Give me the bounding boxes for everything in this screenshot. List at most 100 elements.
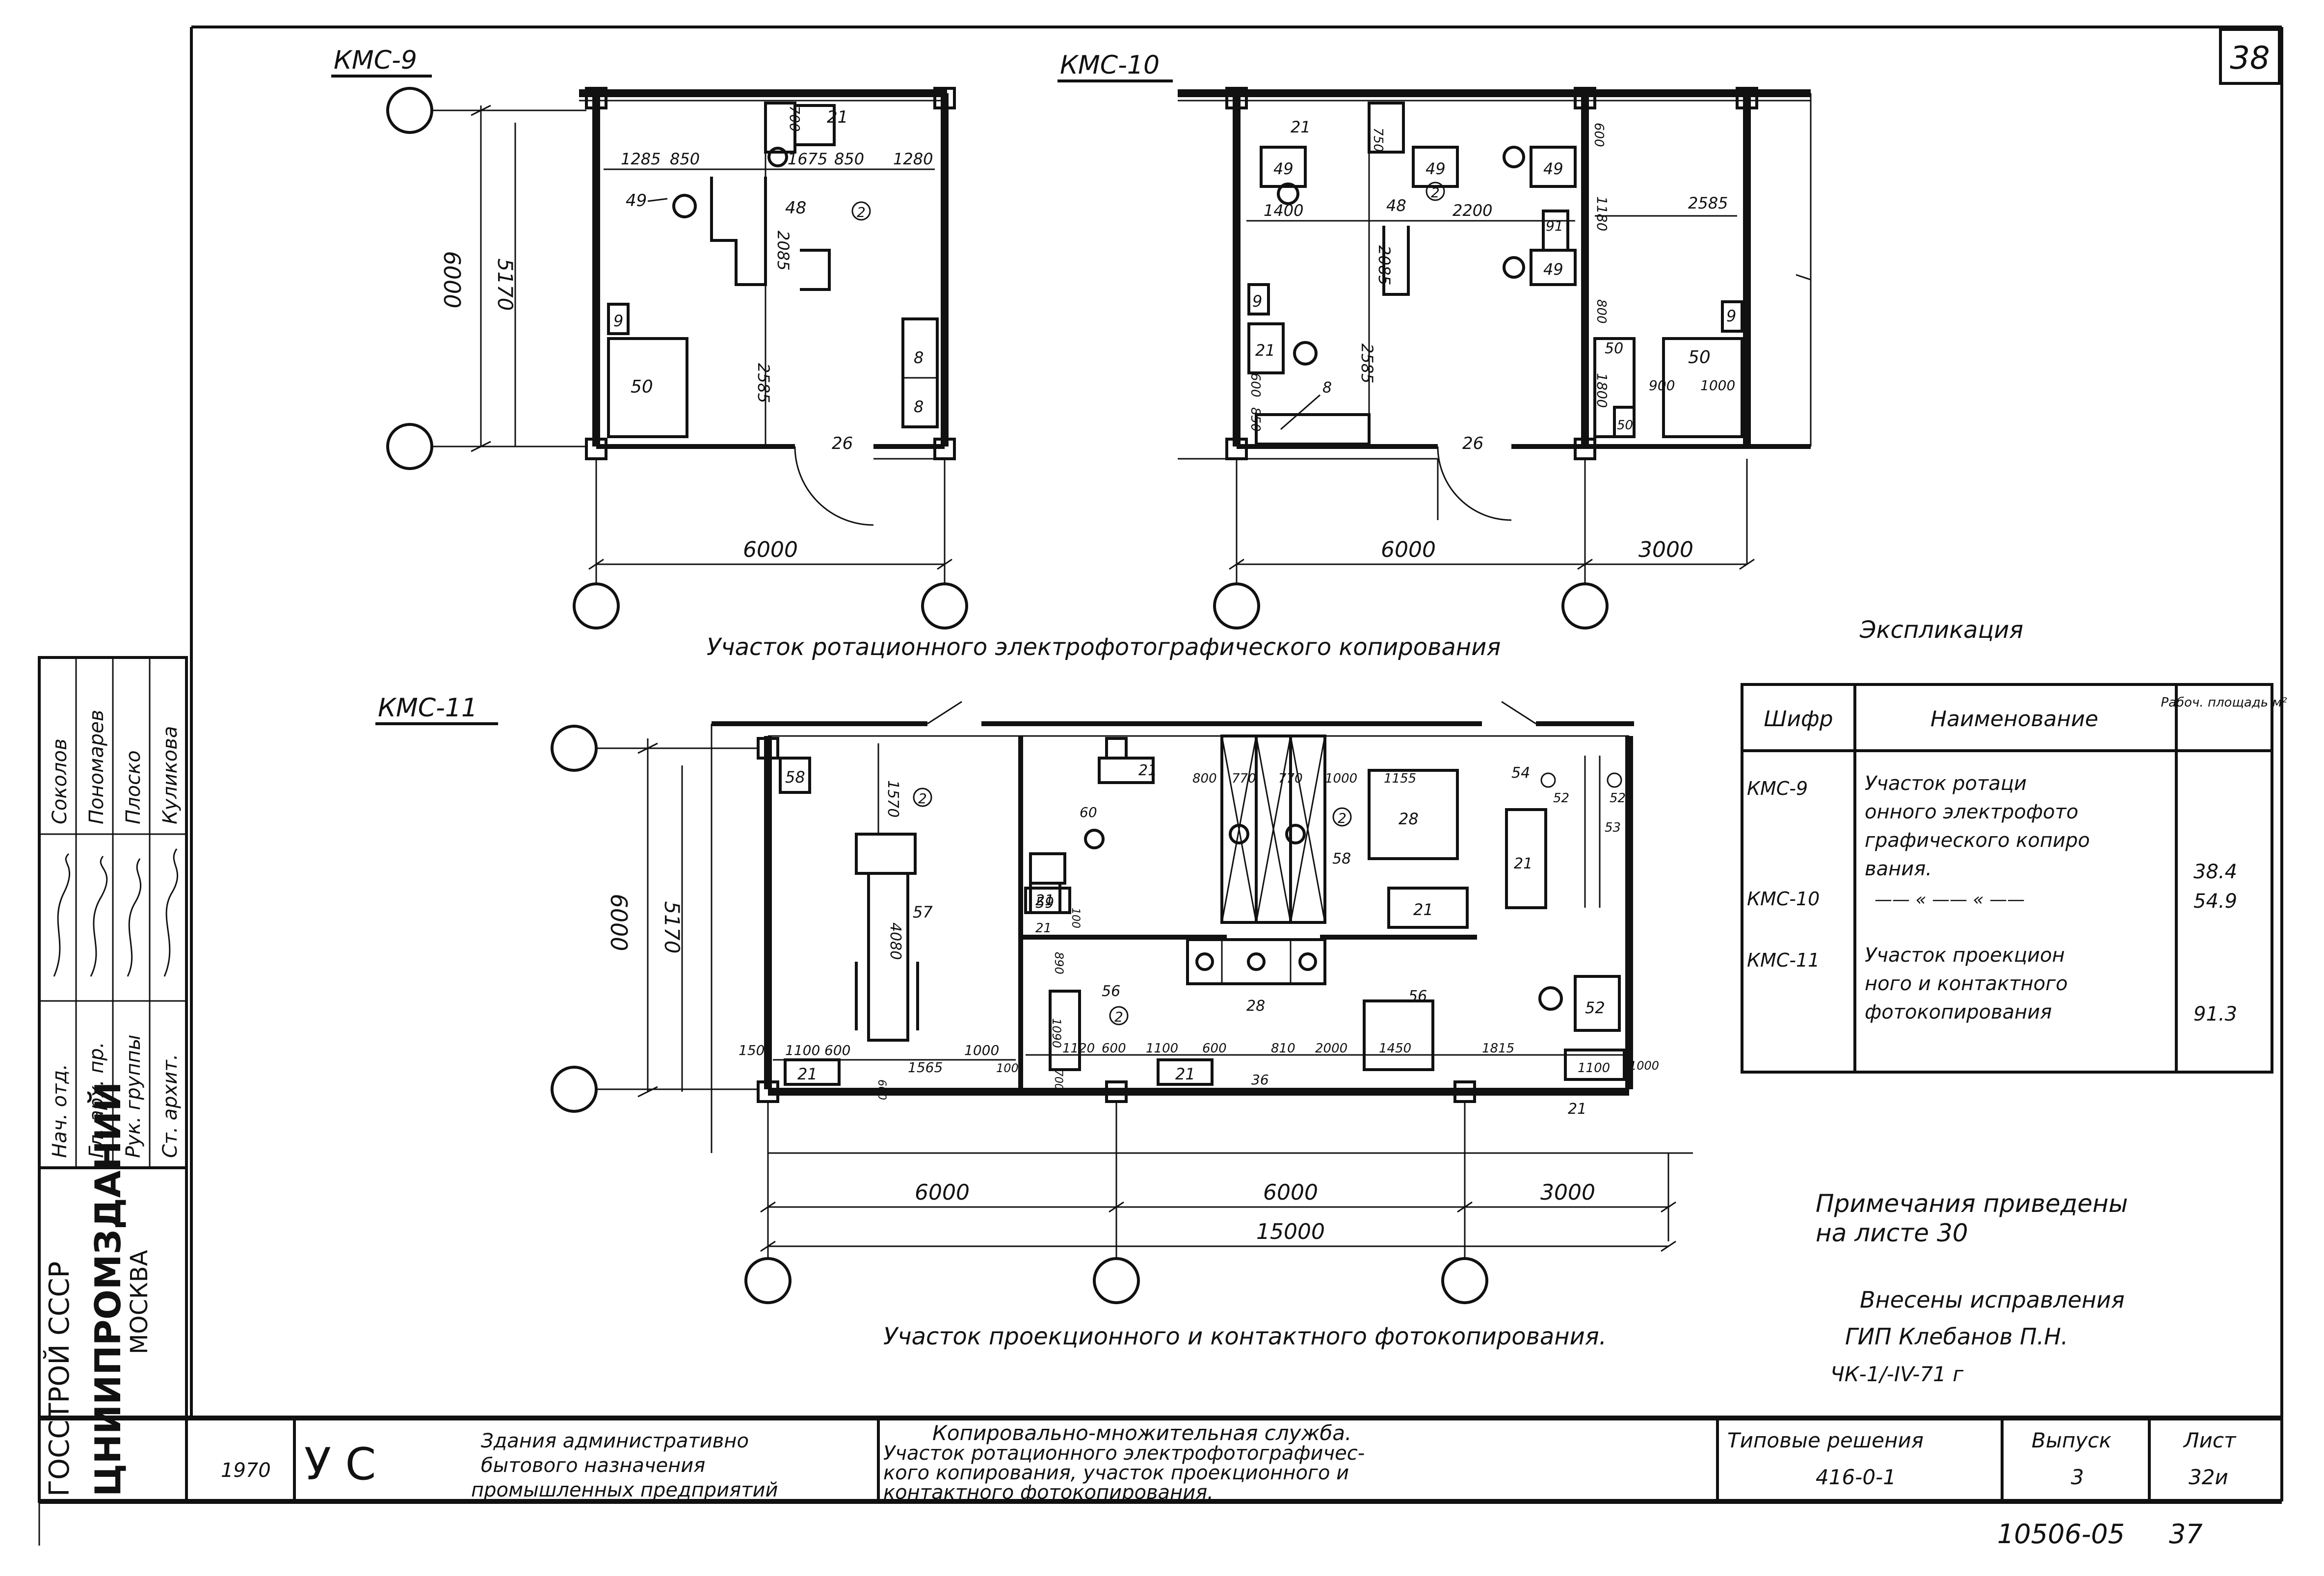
svg-text:58: 58 xyxy=(785,768,805,787)
plan-kmc-9-label: КМС-9 xyxy=(334,46,417,75)
svg-text:1280: 1280 xyxy=(893,150,933,168)
svg-text:2585: 2585 xyxy=(754,363,773,403)
svg-text:48: 48 xyxy=(1386,196,1406,215)
signature-4 xyxy=(163,848,178,977)
caption-rotary: Участок ротационного электрофотографичес… xyxy=(707,633,1501,661)
caption-projection: Участок проекционного и контактного фото… xyxy=(883,1323,1607,1350)
explication-row-3-code: КМС-11 xyxy=(1747,949,1820,971)
svg-text:контактного фотокопирования.: контактного фотокопирования. xyxy=(883,1481,1214,1504)
svg-text:810: 810 xyxy=(1271,1041,1295,1056)
signature-2 xyxy=(90,856,108,977)
signature-1 xyxy=(53,853,70,977)
svg-text:50: 50 xyxy=(1688,347,1711,368)
svg-text:49: 49 xyxy=(1543,159,1563,178)
sheet-number: 38 xyxy=(2230,40,2270,77)
svg-text:1565: 1565 xyxy=(908,1059,943,1076)
kmc9-dim-inner: 5170 xyxy=(493,259,517,311)
explication-row-3-area: 91.3 xyxy=(2193,1003,2237,1025)
svg-text:графического копиро: графического копиро xyxy=(1865,829,2090,852)
notes-line-2: на листе 30 xyxy=(1816,1219,1968,1247)
svg-text:54: 54 xyxy=(1511,764,1530,782)
archive-page: 37 xyxy=(2169,1519,2203,1550)
svg-text:1815: 1815 xyxy=(1482,1041,1514,1056)
svg-text:91: 91 xyxy=(1546,218,1563,234)
svg-text:21: 21 xyxy=(1175,1065,1195,1083)
side-stamp: Нач. отд. Гл. арх. пр. Рук. группы Ст. а… xyxy=(38,656,188,1503)
svg-text:2: 2 xyxy=(918,790,927,807)
svg-text:2: 2 xyxy=(1431,184,1440,201)
svg-text:26: 26 xyxy=(832,434,853,453)
svg-text:770: 770 xyxy=(1232,771,1256,786)
explication-header-area: Рабоч. площадь м² xyxy=(2161,695,2287,710)
sheet-value: 32и xyxy=(2189,1465,2228,1489)
svg-text:21: 21 xyxy=(1413,900,1433,919)
svg-text:2: 2 xyxy=(1338,810,1347,826)
svg-text:850: 850 xyxy=(834,150,864,168)
svg-text:2085: 2085 xyxy=(774,231,792,270)
svg-text:бытового назначения: бытового назначения xyxy=(481,1454,705,1477)
title-year: 1970 xyxy=(221,1459,271,1482)
svg-text:21: 21 xyxy=(1255,341,1275,360)
svg-text:—— « —— « ——: —— « —— « —— xyxy=(1875,890,2025,910)
issue-label: Выпуск xyxy=(2032,1428,2112,1452)
svg-text:Соколов: Соколов xyxy=(49,738,71,824)
svg-text:58: 58 xyxy=(1332,850,1351,867)
svg-text:600: 600 xyxy=(824,1042,850,1058)
svg-text:56: 56 xyxy=(1102,983,1120,1000)
svg-text:1000: 1000 xyxy=(1325,771,1357,786)
svg-text:4080: 4080 xyxy=(887,922,904,960)
svg-text:150: 150 xyxy=(739,1042,765,1058)
svg-text:8: 8 xyxy=(914,397,924,416)
explication-row-1-code: КМС-9 xyxy=(1747,778,1808,799)
sheet-label: Лист xyxy=(2183,1428,2237,1452)
svg-text:Ст. архит.: Ст. архит. xyxy=(159,1054,182,1158)
svg-text:53: 53 xyxy=(1605,820,1621,835)
sheet-frame xyxy=(38,26,2283,1546)
svg-text:9: 9 xyxy=(1252,292,1262,311)
svg-text:Участок проекцион: Участок проекцион xyxy=(1865,944,2065,967)
svg-text:59: 59 xyxy=(1035,894,1054,912)
svg-text:3000: 3000 xyxy=(1540,1180,1595,1205)
svg-text:Нач. отд.: Нач. отд. xyxy=(49,1064,71,1158)
svg-text:28: 28 xyxy=(1399,810,1419,828)
svg-text:850: 850 xyxy=(670,150,700,168)
plan-kmc-11: КМС-11 xyxy=(375,693,1693,1304)
svg-text:8: 8 xyxy=(1322,379,1332,396)
archive-code: 10506-05 xyxy=(1997,1519,2125,1550)
svg-text:900: 900 xyxy=(1649,377,1675,394)
svg-text:21: 21 xyxy=(1514,855,1532,872)
svg-text:9: 9 xyxy=(1726,307,1736,325)
svg-text:21: 21 xyxy=(1568,1101,1586,1118)
svg-text:1800: 1800 xyxy=(1594,373,1610,408)
svg-text:52: 52 xyxy=(1610,791,1626,806)
svg-text:890: 890 xyxy=(1052,952,1066,974)
svg-text:1000: 1000 xyxy=(964,1042,999,1058)
svg-text:2: 2 xyxy=(1114,1009,1123,1025)
plan-kmc-10: КМС-10 6000 3000 1400 xyxy=(1057,51,1812,630)
svg-text:1285: 1285 xyxy=(621,150,660,168)
explication-header-code: Шифр xyxy=(1764,707,1833,732)
explication-row-2-area: 54.9 xyxy=(2193,890,2237,913)
series-mark: У С xyxy=(304,1439,376,1490)
svg-text:57: 57 xyxy=(913,903,933,921)
svg-text:Участок ротационного электрофо: Участок ротационного электрофотографичес… xyxy=(883,1442,1365,1465)
svg-text:5170: 5170 xyxy=(660,901,684,954)
svg-text:52: 52 xyxy=(1585,998,1605,1017)
svg-text:Куликова: Куликова xyxy=(159,726,182,824)
svg-text:15000: 15000 xyxy=(1256,1219,1325,1244)
svg-text:49: 49 xyxy=(1273,159,1294,178)
signature-3 xyxy=(127,858,141,977)
correction-line-3: ЧК-1/-IV-71 г xyxy=(1830,1362,1964,1386)
svg-text:1100: 1100 xyxy=(1146,1041,1178,1056)
sheet-number-box: 38 xyxy=(2219,28,2281,85)
svg-text:Здания административно: Здания административно xyxy=(481,1430,749,1452)
notes-line-1: Примечания приведены xyxy=(1816,1189,2128,1218)
svg-text:1400: 1400 xyxy=(1264,201,1303,220)
svg-text:100: 100 xyxy=(996,1061,1019,1075)
svg-text:1090: 1090 xyxy=(1050,1018,1063,1048)
svg-text:49: 49 xyxy=(626,191,647,210)
svg-text:Пономарев: Пономарев xyxy=(85,710,108,824)
svg-text:кого копирования, участок прое: кого копирования, участок проекционного … xyxy=(883,1462,1349,1484)
correction-line-1: Внесены исправления xyxy=(1860,1287,2125,1313)
